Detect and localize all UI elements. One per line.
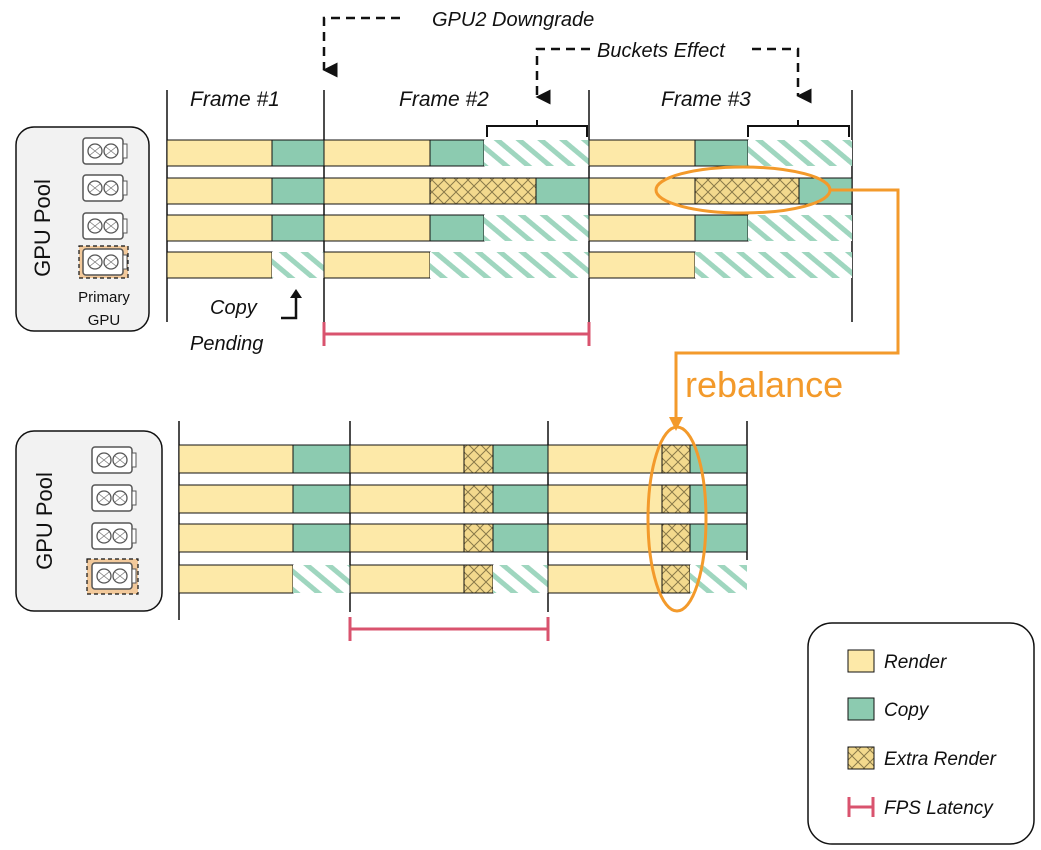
gpu-card-icon <box>82 137 128 165</box>
legend-swatch-render <box>847 649 875 673</box>
bottom-gpu-row-1 <box>178 444 748 474</box>
arrow-icon <box>290 289 302 298</box>
bucket-bracket <box>486 120 588 137</box>
bottom-gpu-row-2 <box>178 484 748 514</box>
fps-latency-bar-top <box>322 322 591 346</box>
rebalance-label: rebalance <box>685 364 843 405</box>
fps-latency-bar-bottom <box>348 617 550 641</box>
legend-swatch-fps-latency <box>847 797 875 817</box>
gpu-card-icon <box>82 212 128 240</box>
legend-label-fps-latency: FPS Latency <box>884 798 994 819</box>
bottom-gpu-row-3 <box>178 523 748 553</box>
gpu-card-icon <box>82 248 128 276</box>
gpu-pool-label-bottom: GPU Pool <box>32 472 57 570</box>
primary-gpu-label-1: Primary <box>78 289 130 306</box>
frame-label-1: Frame #1 <box>190 88 280 111</box>
arrow-icon <box>281 296 298 320</box>
top-gpu-row-4 <box>166 251 852 279</box>
gpu2-downgrade-label: GPU2 Downgrade <box>432 9 594 31</box>
bucket-bracket <box>747 120 850 137</box>
legend-swatch-copy <box>847 697 875 721</box>
frame-label-2: Frame #2 <box>399 88 489 111</box>
top-gpu-row-1 <box>166 139 852 167</box>
primary-gpu-label-2: GPU <box>88 312 121 329</box>
legend-box <box>807 622 1035 845</box>
gpu-pool-label-top: GPU Pool <box>30 179 55 277</box>
legend-label-extra-render: Extra Render <box>884 749 997 770</box>
top-gpu-row-3 <box>166 214 852 242</box>
copy-pending-label-1: Copy <box>210 297 258 319</box>
gpu-card-icon <box>91 522 137 550</box>
copy-pending-label-2: Pending <box>190 333 263 355</box>
dashed-arrow-icon <box>322 16 400 78</box>
rebalance-highlight <box>646 425 708 613</box>
legend-label-copy: Copy <box>884 700 930 721</box>
dashed-arrow-icon <box>752 47 812 104</box>
gpu-card-icon <box>91 484 137 512</box>
rebalance-connector <box>674 188 900 418</box>
gpu-card-icon <box>82 174 128 202</box>
buckets-effect-label: Buckets Effect <box>597 40 726 62</box>
top-gpu-row-2 <box>166 177 853 205</box>
gpu-card-icon <box>91 446 137 474</box>
legend-label-render: Render <box>884 652 947 673</box>
frame-label-3: Frame #3 <box>661 88 751 111</box>
legend-swatch-extra-render <box>847 746 875 770</box>
dashed-arrow-icon <box>535 47 590 105</box>
gpu-card-icon <box>91 562 137 590</box>
arrow-icon <box>669 417 683 431</box>
bottom-gpu-row-4 <box>178 564 747 594</box>
